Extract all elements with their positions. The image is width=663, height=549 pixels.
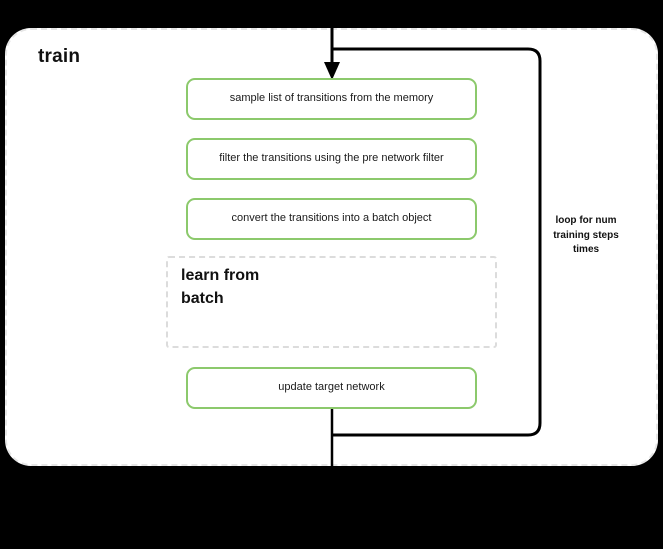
- step-box-convert[interactable]: convert the transitions into a batch obj…: [186, 198, 477, 240]
- learn-from-batch-title: learn from batch: [181, 264, 321, 310]
- step-box-sample[interactable]: sample list of transitions from the memo…: [186, 78, 477, 120]
- loop-annotation-line3: times: [572, 244, 600, 255]
- loop-annotation: loop for num training steps times: [546, 214, 626, 258]
- step-label-update-target-network: update target network: [278, 381, 385, 394]
- loop-annotation-line1: loop for num: [555, 215, 617, 226]
- step-label-filter: filter the transitions using the pre net…: [219, 152, 444, 165]
- step-label-sample: sample list of transitions from the memo…: [229, 92, 434, 105]
- loop-annotation-line2: training steps: [553, 229, 619, 241]
- learn-from-batch-title-line1: learn from: [181, 267, 260, 284]
- learn-from-batch-block[interactable]: [166, 256, 497, 348]
- step-box-update-target-network[interactable]: update target network: [186, 367, 477, 409]
- step-box-filter[interactable]: filter the transitions using the pre net…: [186, 138, 477, 180]
- learn-from-batch-title-line2: batch: [181, 290, 224, 308]
- step-label-convert: convert the transitions into a batch obj…: [231, 212, 432, 225]
- page-title: train: [38, 46, 81, 67]
